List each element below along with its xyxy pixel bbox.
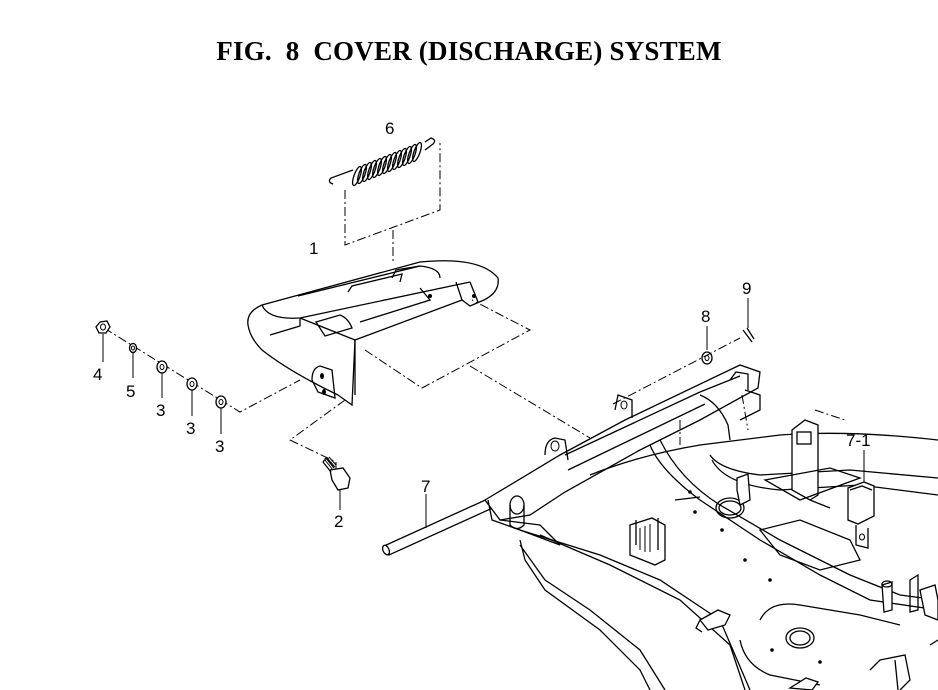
callout-6: 6 xyxy=(385,119,394,138)
callout-3c: 3 xyxy=(215,437,224,456)
callout-2: 2 xyxy=(334,512,343,531)
part-9-cotter-pin xyxy=(612,298,755,405)
callout-7: 7 xyxy=(421,477,430,496)
callout-3a: 3 xyxy=(156,401,165,420)
callout-8: 8 xyxy=(701,307,710,326)
part-1-discharge-cover xyxy=(247,260,591,439)
part-3-washer-c xyxy=(215,395,227,409)
callout-4: 4 xyxy=(93,365,102,384)
part-3-washer-a xyxy=(156,360,168,374)
part-7-1-clip xyxy=(847,450,875,549)
callout-labels: 6 1 4 5 3 3 3 2 7 8 9 7-1 xyxy=(93,119,871,531)
part-4-nut xyxy=(95,320,111,334)
figure-title: FIG. 8 COVER (DISCHARGE) SYSTEM xyxy=(216,36,722,66)
callout-5: 5 xyxy=(126,382,135,401)
callout-7-1: 7-1 xyxy=(846,431,871,450)
callout-3b: 3 xyxy=(186,419,195,438)
part-8-washer xyxy=(701,326,713,365)
part-3-washer-b xyxy=(186,377,198,391)
fastener-stack xyxy=(95,320,301,434)
callout-1: 1 xyxy=(309,239,318,258)
callout-9: 9 xyxy=(742,279,751,298)
mower-deck xyxy=(484,364,938,690)
part-6-spring xyxy=(328,137,441,262)
part-2-bolt xyxy=(289,399,351,510)
part-5-lock-washer xyxy=(128,342,138,354)
